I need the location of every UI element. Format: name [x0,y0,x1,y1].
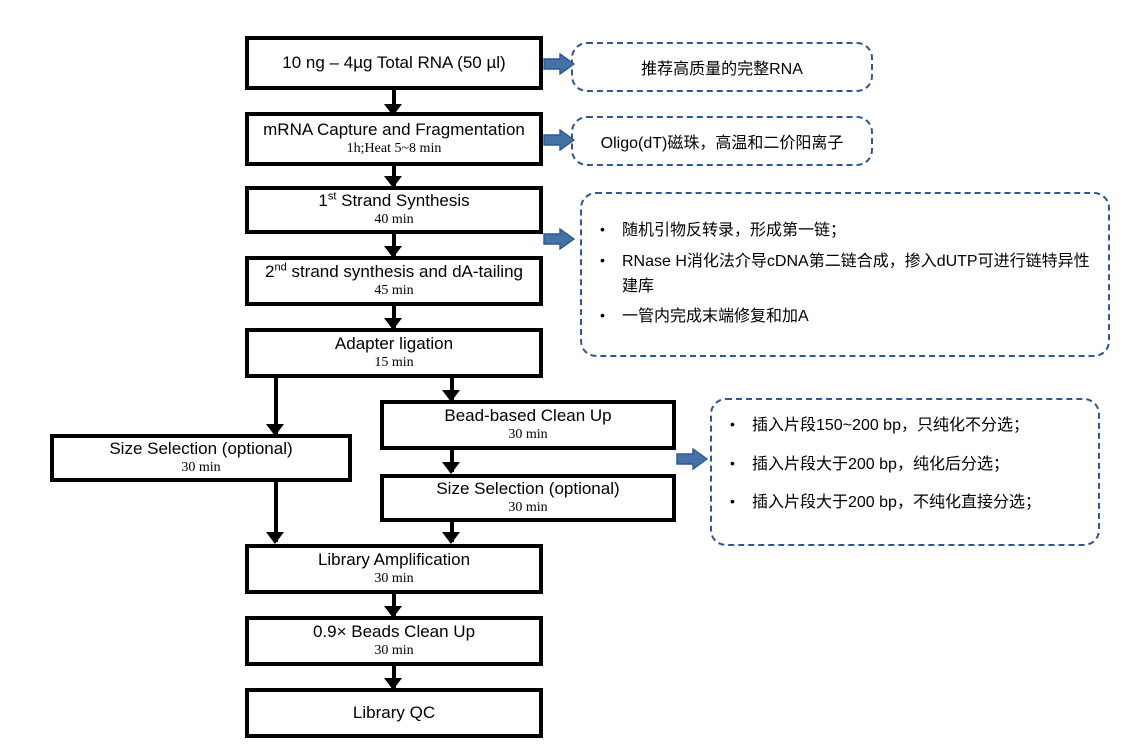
connector-line [392,306,396,328]
list-item: 插入片段150~200 bp，只纯化不分选； [730,414,1080,439]
step-box-bead-cleanup[interactable]: Bead-based Clean Up 30 min [380,400,676,450]
step-title: mRNA Capture and Fragmentation [263,120,525,140]
step-duration: 1h;Heat 5~8 min [346,141,442,157]
connector-line [450,378,454,400]
connector-arrowhead [442,462,460,474]
step-box-total-rna[interactable]: 10 ng – 4µg Total RNA (50 µl) [245,36,543,90]
step-box-library-amplification[interactable]: Library Amplification 30 min [245,544,543,594]
list-item: 插入片段大于200 bp，不纯化直接分选； [730,491,1080,516]
connector-arrowhead [442,390,460,402]
step-title: Library QC [352,703,436,723]
step-title: Library Amplification [317,550,471,570]
list-item: 插入片段大于200 bp，纯化后分选； [730,453,1080,478]
callout-rna-quality: 推荐高质量的完整RNA [571,42,873,92]
step-duration: 45 min [374,283,414,299]
blue-block-arrow-icon [543,228,575,250]
connector-arrowhead [384,176,402,188]
step-duration: 30 min [374,643,414,659]
connector-line [392,666,396,688]
step-title: Size Selection (optional) [436,479,620,499]
step-title-superscript: nd [274,261,287,274]
step-title-post: Strand Synthesis [336,191,470,211]
list-item: 随机引物反转录，形成第一链； [600,219,1090,244]
step-title-pre: 2 [265,262,275,282]
connector-line [450,450,454,472]
callout-text: Oligo(dT)磁珠，高温和二价阳离子 [600,135,844,152]
connector-arrowhead [384,318,402,330]
step-box-first-strand[interactable]: 1st Strand Synthesis 40 min [245,186,543,234]
callout-size-selection: 插入片段150~200 bp，只纯化不分选； 插入片段大于200 bp，纯化后分… [710,398,1100,546]
step-title: 0.9× Beads Clean Up [312,622,476,642]
step-box-adapter-ligation[interactable]: Adapter ligation 15 min [245,328,543,378]
step-box-library-qc[interactable]: Library QC [245,688,543,738]
blue-block-arrow-icon [543,129,575,151]
callout-oligo-dt: Oligo(dT)磁珠，高温和二价阳离子 [571,116,873,166]
connector-arrowhead [266,532,284,544]
list-item: 一管内完成末端修复和加A [600,305,1090,330]
step-box-beads-cleanup-09[interactable]: 0.9× Beads Clean Up 30 min [245,616,543,666]
list-item: RNase H消化法介导cDNA第二链合成，掺入dUTP可进行链特异性建库 [600,250,1090,300]
step-title: Size Selection (optional) [109,439,293,459]
callout-text: 推荐高质量的完整RNA [641,61,803,78]
step-box-mrna-capture[interactable]: mRNA Capture and Fragmentation 1h;Heat 5… [245,112,543,166]
connector-line [274,378,278,434]
connector-line [392,90,396,112]
connector-arrowhead [384,246,402,258]
step-title-superscript: st [327,190,337,203]
step-duration: 30 min [374,571,414,587]
step-title: 10 ng – 4µg Total RNA (50 µl) [282,53,506,73]
step-title-post: strand synthesis and dA-tailing [286,262,523,282]
step-title: Bead-based Clean Up [444,406,612,426]
connector-line [274,482,278,542]
connector-line [392,234,396,256]
connector-arrowhead [384,606,402,618]
step-title: 2nd strand synthesis and dA-tailing [265,261,523,282]
callout-bullet-list: 插入片段150~200 bp，只纯化不分选； 插入片段大于200 bp，纯化后分… [712,414,1098,530]
step-duration: 30 min [508,427,548,443]
step-title-pre: 1 [318,191,328,211]
blue-block-arrow-icon [676,448,708,470]
blue-block-arrow-icon [543,53,575,75]
step-box-size-selection-right[interactable]: Size Selection (optional) 30 min [380,474,676,522]
connector-arrowhead [384,678,402,690]
callout-bullet-list: 随机引物反转录，形成第一链； RNase H消化法介导cDNA第二链合成，掺入d… [582,219,1108,330]
step-title: Adapter ligation [334,334,454,354]
connector-arrowhead [266,424,284,436]
connector-line [392,594,396,616]
step-duration: 15 min [374,355,414,371]
callout-strand-synthesis: 随机引物反转录，形成第一链； RNase H消化法介导cDNA第二链合成，掺入d… [580,192,1110,357]
step-box-size-selection-left[interactable]: Size Selection (optional) 30 min [50,434,352,482]
connector-arrowhead [442,532,460,544]
step-duration: 30 min [181,460,221,476]
step-duration: 40 min [374,212,414,228]
step-title: 1st Strand Synthesis [318,190,470,211]
step-duration: 30 min [508,500,548,516]
step-box-second-strand[interactable]: 2nd strand synthesis and dA-tailing 45 m… [245,256,543,306]
